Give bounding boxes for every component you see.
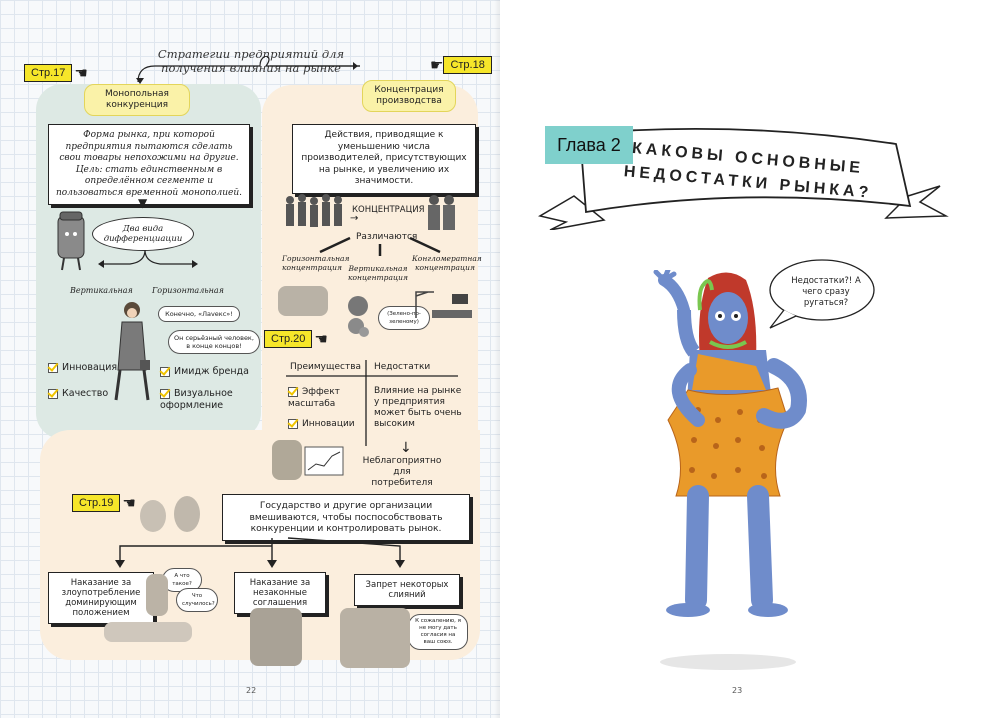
speech-bubble-2: Он серьёзный человек, в конце концов! <box>168 330 260 354</box>
ref-p20-label: Стр.20 <box>264 330 313 348</box>
vertical-sketch-1 <box>278 286 328 316</box>
pointing-hand-icon: ☚ <box>74 64 88 82</box>
ref-p19-label: Стр.19 <box>72 494 121 512</box>
ref-p17[interactable]: Стр.17 ☚ <box>24 64 88 82</box>
check-item: Визуальное оформление <box>160 388 233 411</box>
horizontal-label: Горизонтальная <box>152 286 224 295</box>
vertical-concentration: Вертикальная концентрация <box>348 264 408 282</box>
two-types-label: Два вида дифференциации <box>103 224 183 244</box>
chart-sketch <box>304 446 344 476</box>
crowd-illustration <box>286 194 342 227</box>
speech-bubble-4: Что случилось? <box>176 588 218 612</box>
outcome-3: Запрет некоторых слияний <box>354 574 460 606</box>
horizontal-concentration: Горизонтальная концентрация <box>282 254 350 272</box>
title-bracket <box>136 56 360 84</box>
left-page: Стратегии предприятий для получения влия… <box>0 0 500 718</box>
concentration-label: Концентрация производства <box>362 80 456 112</box>
outcomes-arrows <box>115 537 405 568</box>
speech-bubble-5: К сожалению, я не могу дать согласия на … <box>408 614 468 650</box>
page-title: Стратегии предприятий для получения влия… <box>157 47 345 75</box>
pointing-hand-icon: ☚ <box>314 330 328 348</box>
figure-sketch <box>146 574 168 616</box>
vertical-label: Вертикальная <box>70 286 133 295</box>
chapter-tag: Глава 2 <box>545 126 633 164</box>
crane-illustration <box>412 288 472 320</box>
concentration-word: КОНЦЕНТРАЦИЯ <box>352 205 425 215</box>
tree-character-illustration <box>348 296 369 337</box>
merged-group-illustration <box>428 195 455 230</box>
checkbox-icon <box>160 366 170 377</box>
unfavorable-text: Неблагоприятно для потребителя <box>362 456 442 488</box>
checks-right: Имидж бренда Визуальное оформление <box>160 366 249 412</box>
speech-bubble-concentration: (Зелено-по-зеленому) <box>378 306 430 330</box>
two-types-oval: Два вида дифференциации <box>92 217 194 251</box>
conglomerate-concentration: Конгломератная концентрация <box>412 254 482 272</box>
blue-goddess-illustration <box>653 270 807 670</box>
arrow-down-icon: ▼ <box>138 196 148 210</box>
advantages-header: Преимущества <box>290 362 362 372</box>
state-intervention-box: Государство и другие организации вмешива… <box>222 494 470 541</box>
ref-p18[interactable]: ☛ Стр.18 <box>428 56 492 74</box>
types-arrows <box>98 250 198 268</box>
concentration-definition: Действия, приводящие к уменьшению числа … <box>292 124 476 194</box>
checkbox-icon <box>48 362 58 373</box>
page-number-right: 23 <box>732 686 743 695</box>
ref-p20[interactable]: Стр.20 ☚ <box>264 330 328 348</box>
disadvantage-text: Влияние на рынке у предприятия может быт… <box>374 386 462 429</box>
wedding-sketch <box>340 608 410 668</box>
monopoly-label: Монопольная конкуренция <box>84 84 190 116</box>
check-item: Инновации <box>288 418 368 430</box>
checks-left: Инновация Качество <box>48 362 117 400</box>
advantages-list: Эффект масштаба Инновации <box>288 386 368 430</box>
check-item: Эффект масштаба <box>288 386 340 409</box>
check-item: Качество <box>48 388 117 400</box>
ref-p19[interactable]: Стр.19 ☚ <box>72 494 136 512</box>
character-speech: Недостатки?! А чего сразу ругаться? <box>791 276 861 308</box>
meeting-sketch <box>250 608 302 666</box>
checkbox-icon <box>160 388 170 399</box>
check-item: Инновация <box>48 362 117 374</box>
outcome-2: Наказание за незаконные соглашения <box>234 572 326 614</box>
fallen-people-sketch <box>104 622 192 642</box>
checkbox-icon <box>288 386 298 397</box>
check-item: Имидж бренда <box>160 366 249 378</box>
disadvantages-header: Недостатки <box>374 362 431 372</box>
ref-p17-label: Стр.17 <box>24 64 73 82</box>
jar-character-illustration <box>57 211 85 271</box>
speech-bubble-1: Конечно, «Лаvекс»! <box>158 306 240 322</box>
portrait-sketch-2 <box>174 496 200 532</box>
checkbox-icon <box>48 388 58 399</box>
pointing-hand-icon: ☛ <box>430 56 444 74</box>
arrow-down-icon: ↓ <box>400 440 412 456</box>
arrow-right-icon: → <box>350 213 359 224</box>
checkbox-icon <box>288 418 298 429</box>
right-page: Глава 2 КАКОВЫ ОСНОВНЫЕ НЕДОСТАТКИ РЫНКА… <box>500 0 1000 718</box>
man-chart-sketch <box>272 440 302 480</box>
pros-cons-lines <box>286 360 458 446</box>
speech-bubble-shape <box>769 259 875 329</box>
chapter-ribbon <box>537 127 949 230</box>
page-number-left: 22 <box>246 686 257 695</box>
pointing-hand-icon: ☚ <box>122 494 136 512</box>
woman-illustration <box>114 302 150 401</box>
outcome-1: Наказание за злоупотребление доминирующи… <box>48 572 154 624</box>
portrait-sketch-1 <box>140 500 166 532</box>
distinguish-label: Различаются <box>356 232 418 242</box>
distinguish-arrows <box>319 236 441 256</box>
monopoly-definition: Форма рынка, при которой предприятия пыт… <box>48 124 250 205</box>
ref-p18-label: Стр.18 <box>443 56 492 74</box>
